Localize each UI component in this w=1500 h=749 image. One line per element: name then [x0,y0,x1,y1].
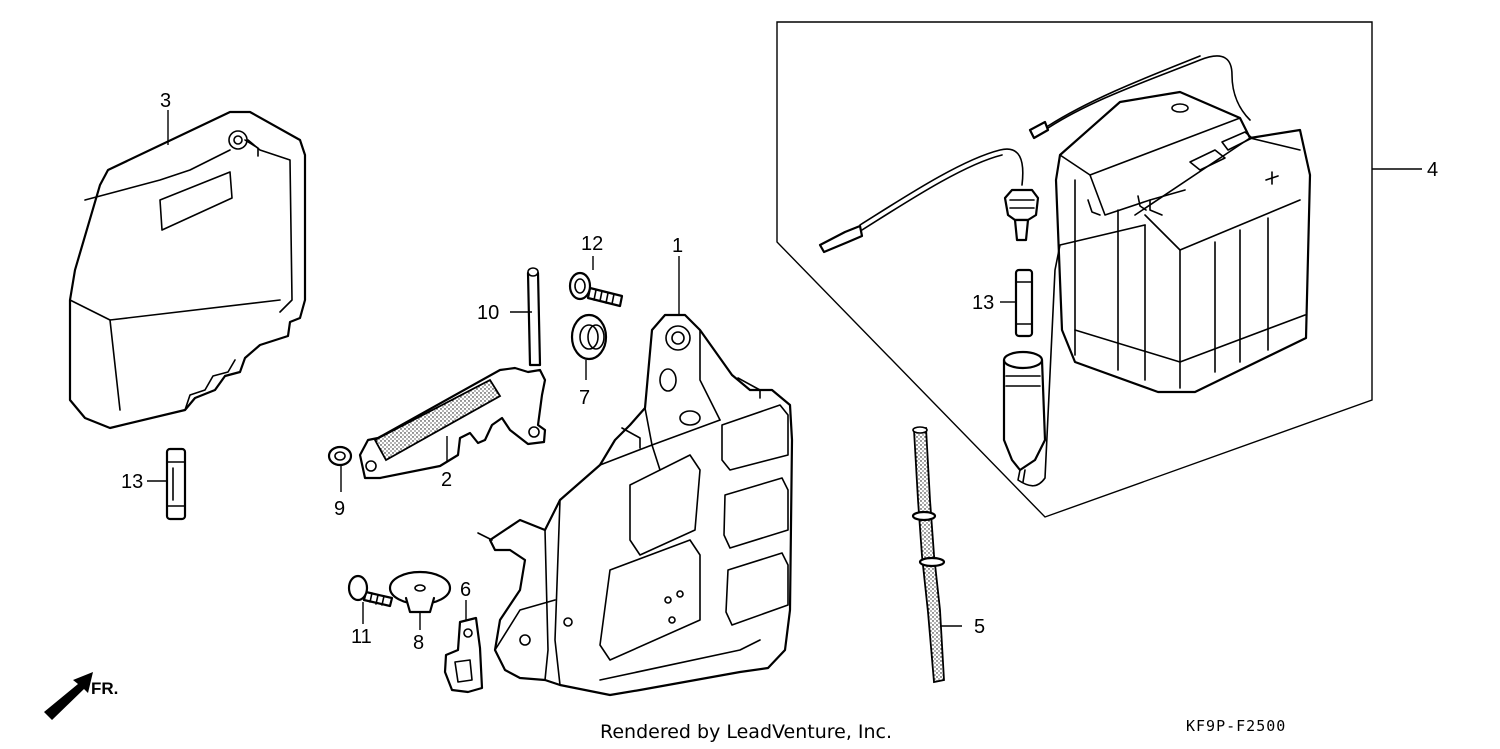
callout-6: 6 [460,579,471,601]
callout-1: 1 [672,235,683,257]
callout-3: 3 [160,90,171,112]
spare-fuse-left [165,447,187,521]
battery-cover [68,110,307,430]
callout-12: 12 [581,233,603,255]
callout-10: 10 [477,302,499,324]
front-direction-indicator: FR. [44,672,118,720]
flange-bolt-lower [347,574,394,608]
callout-4: 4 [1427,159,1438,181]
leader-lines [147,110,1422,630]
callout-11: 11 [351,626,372,648]
grommet [570,313,608,361]
battery [1054,90,1312,394]
callout-13-right: 13 [972,292,994,314]
callout-7: 7 [579,387,590,409]
front-arrow-icon [44,672,93,720]
flange-bolt-upper [568,271,624,308]
battery-case [477,313,794,697]
callout-2: 2 [441,469,452,491]
battery-band [526,267,542,367]
callout-numbers: 3 1 2 10 12 7 9 13 13 4 5 11 8 6 [121,90,1438,654]
drawing-code: KF9P-F2500 [1186,717,1286,735]
cable-clamp [443,616,484,694]
flange-nut [327,445,353,467]
render-credit: Rendered by LeadVenture, Inc. [600,721,892,743]
direction-label: FR. [91,679,118,698]
callout-9: 9 [334,498,345,520]
callout-5: 5 [974,616,985,638]
battery-cushion [388,570,452,614]
battery-holder-stay [358,366,547,480]
battery-assembly-border [776,21,1373,518]
fuse-holder-cable [818,55,1251,487]
callout-8: 8 [413,632,424,654]
breather-tube [911,426,946,684]
callout-13-left: 13 [121,471,143,493]
